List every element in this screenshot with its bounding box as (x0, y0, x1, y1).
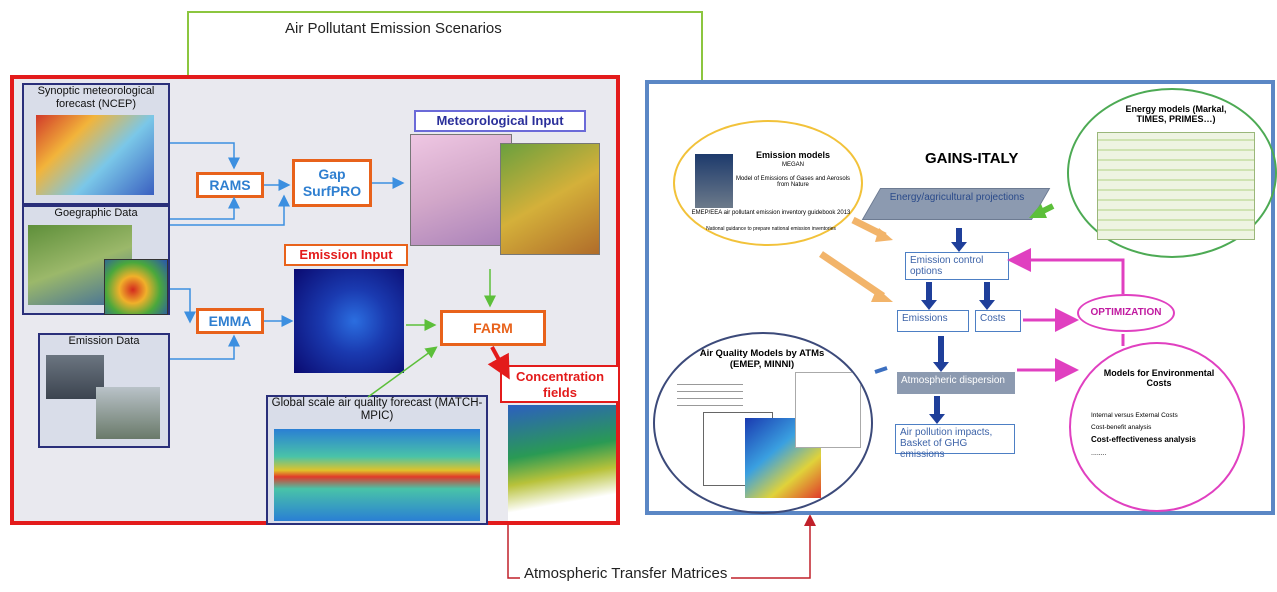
gains-title: GAINS-ITALY (925, 150, 1019, 167)
geographic-box: Goegraphic Data (22, 205, 170, 315)
env-costs-line2: Cost-benefit analysis (1091, 424, 1152, 431)
aq-models-title: Air Quality Models by ATMs (EMEP, MINNI) (699, 348, 825, 370)
env-costs-line1: Internal versus External Costs (1091, 412, 1178, 419)
wind-field-image (410, 134, 512, 246)
geographic-caption: Goegraphic Data (54, 207, 138, 219)
emission-models-title: Emission models (755, 150, 831, 160)
world-map-image (274, 429, 480, 521)
emission-models-sub4: National guidance to prepare national em… (706, 226, 836, 232)
emission-models-sub3: EMEP/EEA air pollutant emission inventor… (691, 210, 851, 216)
rams-box: RAMS (196, 172, 264, 198)
env-costs-title: Models for Environmental Costs (1103, 368, 1215, 388)
right-arrows (819, 203, 1125, 424)
gap-surfpro-box: Gap SurfPRO (292, 159, 372, 207)
costs-box: Costs (975, 310, 1021, 332)
weather-map-image (36, 115, 154, 195)
emission-data-caption: Emission Data (68, 335, 140, 347)
emission-models-image (695, 154, 733, 208)
emission-control-box: Emission control options (905, 252, 1009, 280)
right-panel: GAINS-ITALY Emission models MEGAN Model … (645, 80, 1277, 515)
aq-models-ellipse: Air Quality Models by ATMs (EMEP, MINNI) (653, 332, 873, 514)
industry-image (96, 387, 160, 439)
emission-models-ellipse: Emission models MEGAN Model of Emissions… (673, 120, 863, 246)
emissions-box: Emissions (897, 310, 969, 332)
impacts-box: Air pollution impacts, Basket of GHG emi… (895, 424, 1015, 460)
env-costs-line3: Cost-effectiveness analysis (1091, 435, 1196, 444)
global-forecast-box: Global scale air quality forecast (MATCH… (266, 395, 488, 525)
energy-models-ellipse: Energy models (Markal, TIMES, PRIMES…) (1067, 88, 1277, 258)
env-costs-line4: ........ (1091, 450, 1107, 457)
global-caption: Global scale air quality forecast (MATCH… (271, 397, 483, 422)
atm-dispersion-box: Atmospheric dispersion (897, 372, 1015, 394)
left-arrows (170, 142, 510, 398)
env-costs-ellipse: Models for Environmental Costs Internal … (1069, 342, 1245, 512)
concentration-map-image (508, 405, 616, 521)
land-use-image (104, 259, 168, 315)
temperature-map-image (500, 143, 600, 255)
scenario-label: Air Pollutant Emission Scenarios (285, 20, 502, 37)
concentration-label: Concentration fields (500, 365, 620, 403)
matrices-label: Atmospheric Transfer Matrices (520, 565, 732, 582)
farm-box: FARM (440, 310, 546, 346)
emma-box: EMMA (196, 308, 264, 334)
energy-models-title: Energy models (Markal, TIMES, PRIMES…) (1125, 104, 1227, 124)
emission-models-sub1: MEGAN (781, 162, 804, 168)
emission-input-label: Emission Input (284, 244, 408, 266)
emission-map-image (294, 269, 404, 373)
projections-label: Energy/agricultural projections (889, 192, 1025, 203)
equations-image (677, 382, 743, 412)
synoptic-box: Synoptic meteorological forecast (NCEP) (22, 83, 170, 205)
met-input-label: Meteorological Input (414, 110, 586, 132)
emission-models-sub2: Model of Emissions of Gases and Aerosols… (735, 176, 851, 188)
traffic-image (46, 355, 104, 399)
emission-data-box: Emission Data (38, 333, 170, 448)
left-panel: Synoptic meteorological forecast (NCEP) … (10, 75, 620, 525)
energy-diagram-image (1097, 132, 1255, 240)
synoptic-caption: Synoptic meteorological forecast (NCEP) (37, 85, 155, 110)
italy-grid-image (795, 372, 861, 448)
